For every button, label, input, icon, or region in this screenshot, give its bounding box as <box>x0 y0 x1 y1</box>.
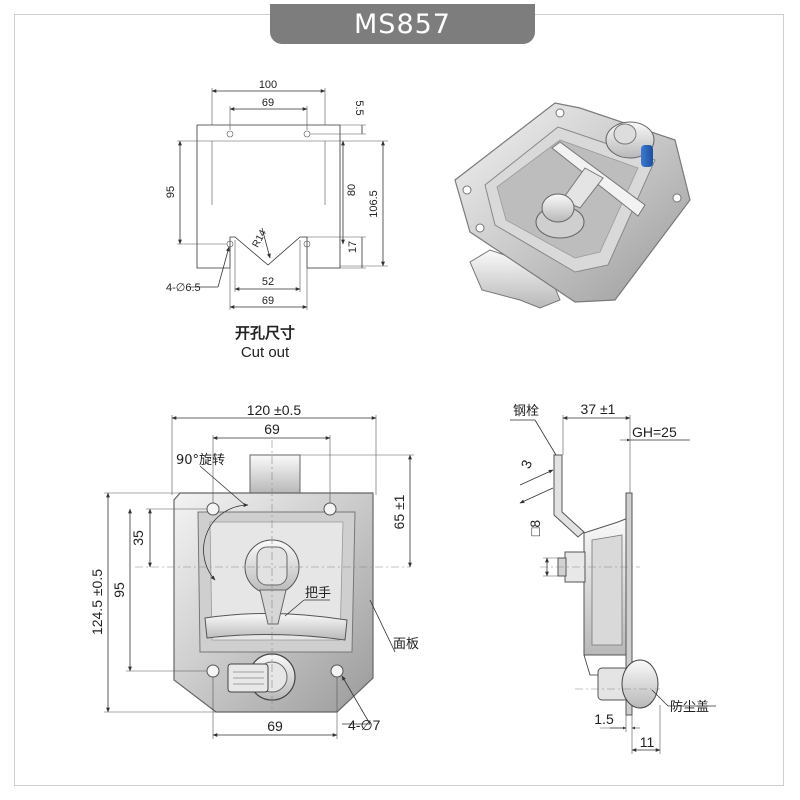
side-dim-1-5: 1.5 <box>594 711 614 727</box>
cutout-dim-106-5: 106.5 <box>368 190 380 218</box>
side-dim-sq8: □8 <box>527 520 543 536</box>
cutout-dim-69-top: 69 <box>262 97 274 109</box>
cutout-radius: R14 <box>251 228 270 250</box>
front-dim-124-5: 124.5 ±0.5 <box>89 569 105 635</box>
cutout-dim-17: 17 <box>347 241 359 253</box>
front-panel-label: 面板 <box>393 637 419 652</box>
front-dim-69-top: 69 <box>264 421 280 437</box>
cutout-dim-5-5: 5.5 <box>353 100 365 115</box>
side-dust-cover-label: 防尘盖 <box>670 699 709 715</box>
front-dim-35: 35 <box>130 530 146 546</box>
front-holes-label: 4-∅7 <box>348 717 381 733</box>
cutout-dim-95: 95 <box>165 186 177 198</box>
front-handle-label: 把手 <box>305 586 331 601</box>
cutout-drawing: 100 69 5.5 95 80 106.5 17 R14 52 69 4-∅6… <box>165 79 388 310</box>
side-dim-11: 11 <box>640 734 655 750</box>
cutout-holes-label: 4-∅6.5 <box>166 282 201 294</box>
side-bolt-label: 钢栓 <box>513 404 539 419</box>
cutout-dim-52: 52 <box>262 276 274 288</box>
product-title: MS857 <box>270 4 535 44</box>
front-rotation-label: 90°旋转 <box>176 453 225 468</box>
front-dim-65: 65 ±1 <box>391 494 407 529</box>
cutout-caption-en: Cut out <box>240 344 290 361</box>
cutout-dim-69-bottom: 69 <box>262 295 274 307</box>
side-dim-3: 3 <box>517 457 535 470</box>
side-dim-gh: GH=25 <box>632 424 677 440</box>
product-photo <box>454 102 691 309</box>
cutout-caption-cn: 开孔尺寸 <box>234 324 295 342</box>
front-dim-69-bottom: 69 <box>267 718 283 734</box>
front-dim-95: 95 <box>111 582 127 598</box>
cutout-dim-80: 80 <box>346 184 358 196</box>
cutout-dim-100: 100 <box>259 79 277 91</box>
front-view: 120 ±0.5 69 90°旋转 35 65 ±1 124.5 ±0.5 95… <box>89 402 419 739</box>
side-view: 钢栓 37 ±1 GH=25 3 □8 1.5 11 防尘盖 <box>510 401 716 754</box>
front-dim-120: 120 ±0.5 <box>247 402 302 418</box>
side-dim-37: 37 ±1 <box>581 401 616 417</box>
